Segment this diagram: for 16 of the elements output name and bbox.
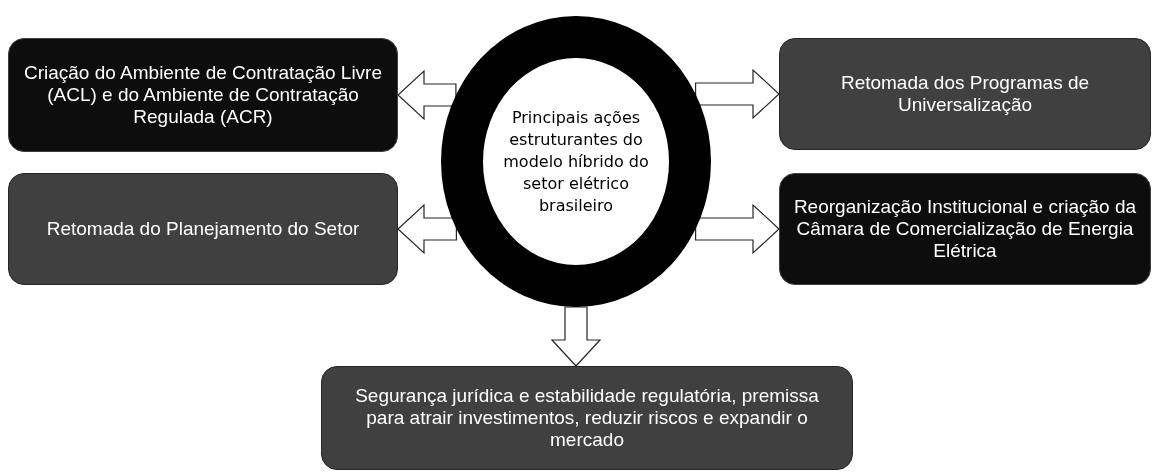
process-box <box>779 38 1151 150</box>
process-box <box>321 366 853 470</box>
block-arrow <box>695 68 780 120</box>
block-arrow <box>397 69 457 121</box>
block-arrow <box>695 203 780 255</box>
node-text: Retomada dos Programas de Universalização <box>839 72 1091 116</box>
node-text: Reorganização Institucional e criação da Câmara de Comercialização de Energia Elétrica <box>792 196 1138 262</box>
block-arrow <box>550 306 602 367</box>
process-box <box>8 38 398 152</box>
process-box <box>8 173 398 285</box>
node-text: Retomada do Planejamento do Setor <box>46 218 360 240</box>
process-box <box>779 173 1151 285</box>
node-text: Principais ações estruturantes do modelo híbrido do setor elétrico brasileiro <box>502 106 650 217</box>
block-arrow <box>397 203 457 255</box>
node-text: Segurança jurídica e estabilidade regulatória, premissa para atrair investimentos, reduzir riscos e expandir o mercado <box>354 385 820 451</box>
node-text: Criação do Ambiente de Contratação Livre (ACL) e do Ambiente de Contratação Regulada (ACR) <box>22 62 383 128</box>
